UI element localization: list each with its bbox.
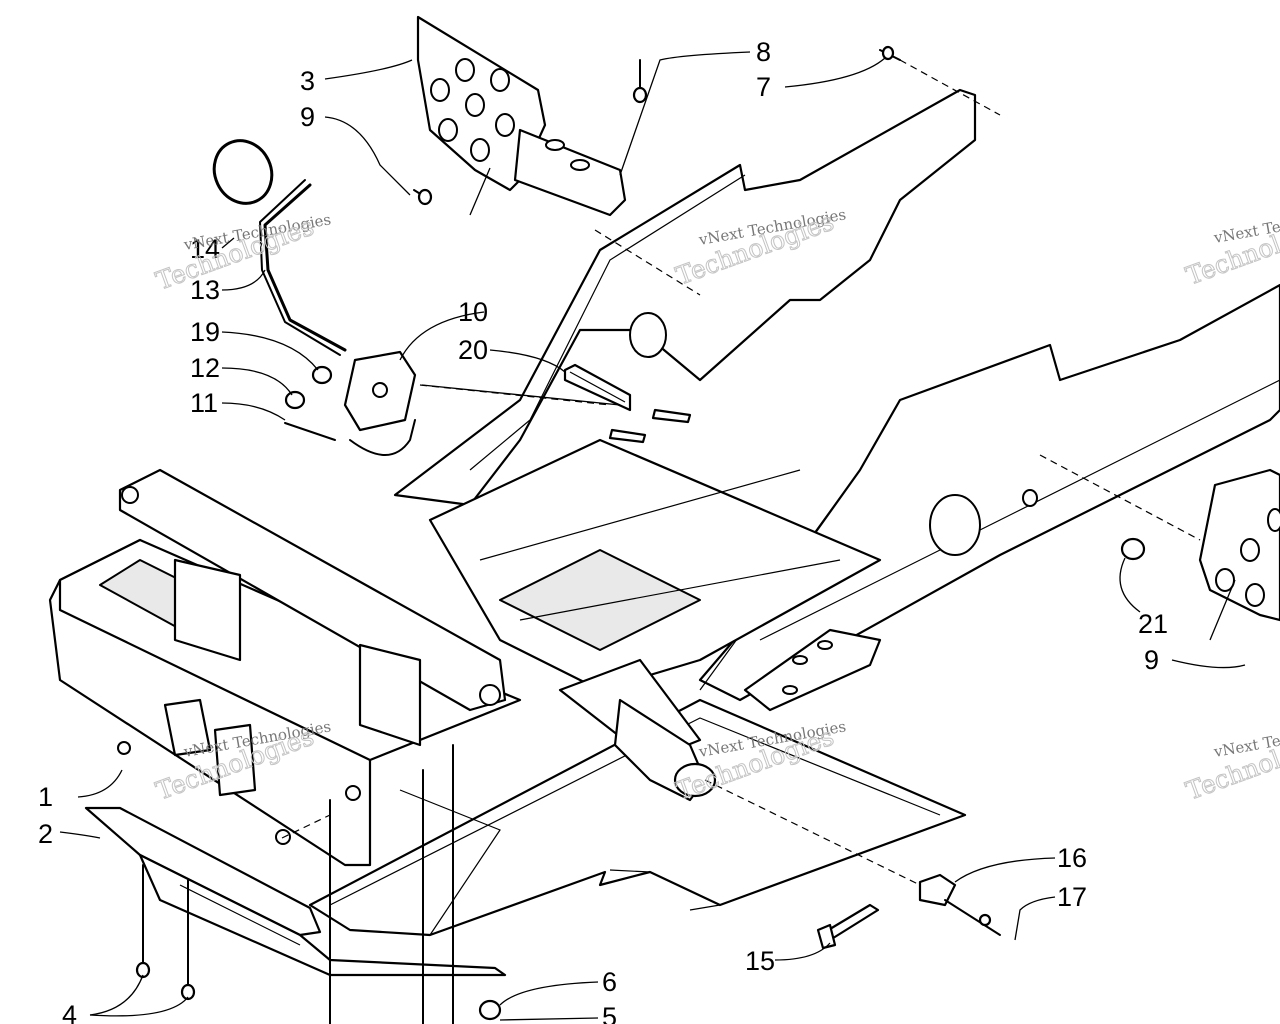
callout-labels: 1 2 3 4 5 6 7 8 9 9 10 11 12 13 14 15 16…	[38, 37, 1168, 1024]
callout-1: 1	[38, 782, 53, 812]
assembly-lines	[281, 59, 1201, 839]
front-bulkhead	[48, 468, 522, 867]
callout-6: 6	[602, 967, 617, 997]
clip	[918, 873, 957, 907]
hose-clamp	[212, 139, 274, 205]
watermark-text-large: Technologies	[152, 212, 317, 296]
callout-7: 7	[756, 72, 771, 102]
callout-9: 9	[300, 102, 315, 132]
callout-2: 2	[38, 819, 53, 849]
callout-17: 17	[1057, 882, 1087, 912]
leader-lines	[59, 51, 1246, 1021]
callout-11: 11	[190, 388, 218, 418]
callout-10: 10	[458, 297, 488, 327]
callout-12: 12	[190, 353, 220, 383]
callout-3: 3	[300, 66, 315, 96]
left-frame-rail	[393, 88, 977, 507]
right-frame-rail	[698, 283, 1280, 712]
callout-19: 19	[190, 317, 220, 347]
cross-members	[428, 438, 882, 762]
callout-15: 15	[745, 946, 775, 976]
plug	[1120, 537, 1146, 561]
callout-16: 16	[1057, 843, 1087, 873]
foot-rest-bracket-right	[1198, 468, 1280, 622]
callout-5: 5	[602, 1002, 617, 1024]
switch-assembly	[284, 350, 417, 456]
hose	[259, 179, 347, 356]
callout-8: 8	[756, 37, 771, 67]
axle-tube	[613, 698, 921, 886]
foot-rest-bracket-left	[416, 15, 627, 217]
fasteners	[135, 45, 901, 1024]
mount-bracket	[563, 363, 692, 444]
callout-9-right: 9	[1144, 645, 1159, 675]
pin	[944, 899, 1001, 936]
callout-20: 20	[458, 335, 488, 365]
cable-tie	[816, 903, 880, 950]
callout-14: 14	[190, 234, 220, 264]
callout-21: 21	[1138, 609, 1168, 639]
callout-13: 13	[190, 275, 220, 305]
callout-4: 4	[62, 1000, 77, 1024]
